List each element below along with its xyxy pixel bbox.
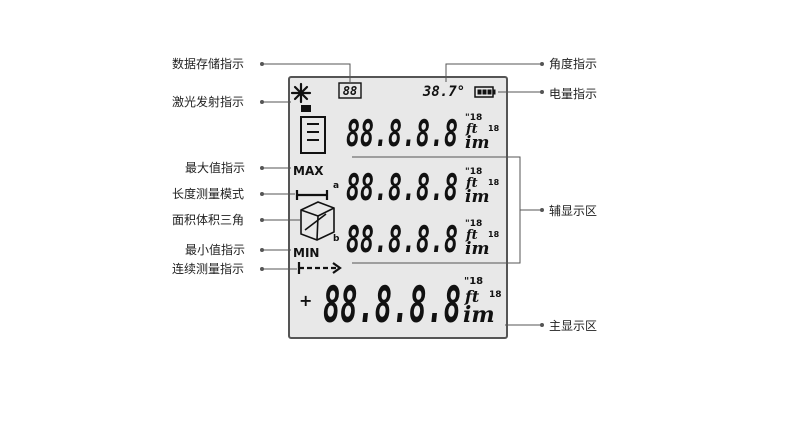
- unit-small: 18: [488, 124, 500, 133]
- unit-ft: ft: [465, 228, 478, 243]
- label-min: 最小值指示: [185, 242, 245, 257]
- aux-row-3: 88.8.8.8 "18 ft 18 im: [346, 219, 500, 261]
- label-area-volume: 面积体积三角: [172, 213, 244, 227]
- aux-row-2: 88.8.8.8 "18 ft 18 im: [346, 167, 500, 209]
- digit-row: 88.8.8.8: [346, 220, 458, 261]
- min-indicator: MIN: [293, 246, 319, 260]
- unit-inch: "18: [465, 113, 482, 123]
- unit-inch: "18: [465, 167, 482, 177]
- unit-im: im: [465, 239, 489, 259]
- length-bracket-icon: [295, 190, 329, 200]
- label-laser: 激光发射指示: [172, 94, 244, 109]
- digit-row: 88.8.8.8: [346, 168, 458, 209]
- plus-sign: +: [299, 291, 312, 310]
- memory-digits: 88: [343, 84, 357, 98]
- label-continuous: 连续测量指示: [172, 261, 244, 276]
- laser-burst-icon: [290, 82, 312, 104]
- unit-ft: ft: [465, 122, 478, 137]
- unit-im: im: [465, 133, 489, 153]
- max-indicator: MAX: [293, 164, 324, 178]
- battery-icon: [474, 86, 496, 98]
- unit-small: 18: [488, 230, 500, 239]
- unit-im: im: [465, 187, 489, 207]
- unit-small: 18: [488, 178, 500, 187]
- unit-ft: ft: [465, 176, 478, 191]
- digit-row: 88.8.8.8: [323, 276, 461, 334]
- unit-inch: "18: [465, 219, 482, 229]
- unit-inch: "18: [464, 276, 483, 287]
- label-main-display: 主显示区: [549, 319, 597, 333]
- label-max: 最大值指示: [185, 160, 245, 175]
- angle-value: 38.7°: [422, 84, 465, 100]
- device-icon: [300, 105, 326, 154]
- digit-row: 88.8.8.8: [346, 114, 458, 155]
- unit-ft: ft: [464, 287, 480, 306]
- label-angle: 角度指示: [549, 56, 597, 71]
- volume-box-icon: [300, 201, 335, 241]
- label-memory: 数据存储指示: [172, 56, 244, 71]
- label-battery: 电量指示: [549, 86, 597, 101]
- main-row: 88.8.8.8 "18 ft 18 im: [323, 276, 502, 334]
- lcd-panel: [288, 76, 508, 339]
- dim-a-label: a: [333, 181, 339, 191]
- unit-im: im: [463, 302, 495, 328]
- unit-small: 18: [489, 290, 502, 300]
- dim-b-label: b: [333, 234, 340, 244]
- aux-row-1: 88.8.8.8 "18 ft 18 im: [346, 113, 500, 155]
- continuous-arrow-icon: [297, 262, 342, 274]
- label-length-mode: 长度测量模式: [172, 186, 244, 201]
- label-aux-display: 辅显示区: [549, 204, 597, 218]
